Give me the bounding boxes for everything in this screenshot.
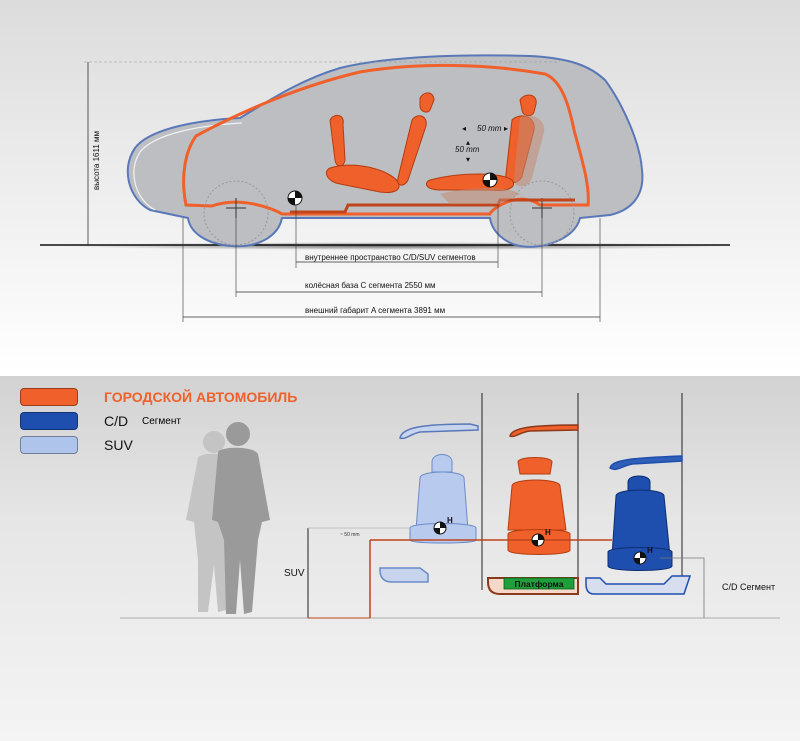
cd-side-label: C/D Сегмент <box>722 582 775 592</box>
wheelbase-label: колёсная база С сегмента 2550 мм <box>305 281 436 290</box>
car-shadow <box>60 242 740 250</box>
suv-h-label: H <box>447 516 453 525</box>
overall-label: внешний габарит A сегмента 3891 мм <box>305 306 445 315</box>
cd-h-guide <box>660 557 705 618</box>
legend-suv-swatch <box>20 436 78 454</box>
platform-box <box>503 577 575 590</box>
seat-shift-arrow-down: ▾ <box>466 155 470 164</box>
cd-roof <box>609 455 683 471</box>
rear-headrest <box>419 92 435 113</box>
height-label: высота 1611 мм <box>92 131 101 190</box>
car-body <box>126 54 644 248</box>
city-h-point-marker <box>531 533 545 547</box>
back-headrest <box>519 94 537 117</box>
front-wheel <box>203 180 269 246</box>
people-silhouette-icon <box>186 422 270 614</box>
floor-line <box>290 198 575 214</box>
front-seat-cushion <box>325 164 400 193</box>
city-roof <box>509 424 579 438</box>
suv-side-label: SUV <box>284 568 305 579</box>
cd-floor <box>585 575 692 595</box>
offset-label: ~ 50 mm <box>340 532 360 538</box>
legend-city-label: ГОРОДСКОЙ АВТОМОБИЛЬ <box>104 389 298 405</box>
suv-h-point-marker <box>433 521 447 535</box>
back-cushion-ghost <box>440 188 520 204</box>
seat-shift-horizontal: 50 mm <box>477 124 502 133</box>
city-h-label: H <box>545 528 551 537</box>
suv-roof <box>399 423 479 440</box>
seat-shift-arrow-right: ▸ <box>504 124 508 133</box>
seat-shift-arrow-left: ◂ <box>462 124 466 133</box>
cd-h-point-marker <box>633 551 647 565</box>
legend-cd-label: C/D <box>104 413 129 429</box>
seat-shift-arrow-up: ▴ <box>466 138 470 147</box>
platform-label: Платформа <box>515 579 564 589</box>
city-car-outline <box>182 63 590 216</box>
back-seat-ghost <box>513 115 545 187</box>
rear-wheel <box>509 180 575 246</box>
legend-city-swatch <box>20 388 78 406</box>
front-h-point <box>287 190 303 206</box>
rear-seat-back <box>397 115 427 186</box>
rear-h-point <box>482 172 498 188</box>
interior-label: внутреннее пространство C/D/SUV сегменто… <box>305 253 476 262</box>
suv-floor <box>379 567 429 583</box>
legend-cd-swatch <box>20 412 78 430</box>
cd-h-label: H <box>647 546 653 555</box>
legend-cd-sub: Сегмент <box>142 416 181 427</box>
dimension-guides <box>182 205 601 322</box>
legend-suv-label: SUV <box>104 437 133 453</box>
car-body-highlight <box>133 122 243 211</box>
front-seat-back <box>329 114 346 167</box>
seat-shift-vertical: 50 mm <box>455 145 480 154</box>
